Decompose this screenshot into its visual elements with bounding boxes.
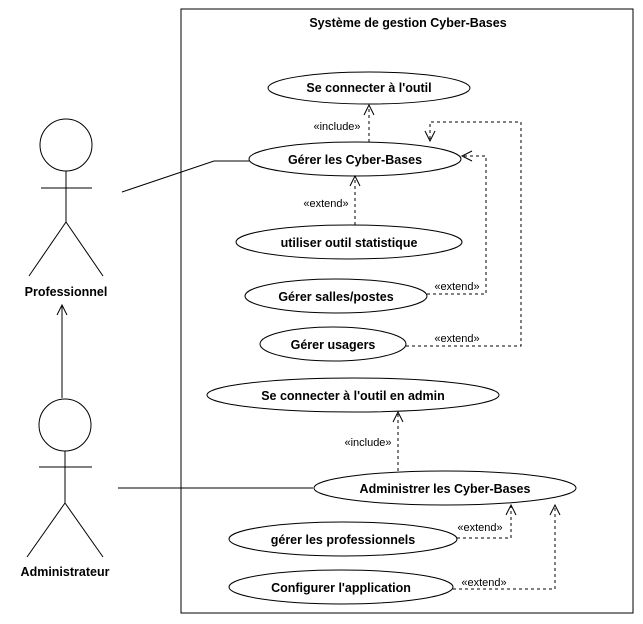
use-case-label: gérer les professionnels (271, 533, 416, 547)
use-case-ellipse (228, 521, 458, 557)
use-case-stats[interactable]: utiliser outil statistique (235, 224, 463, 260)
dependency-extend-config-admin-manage (453, 503, 561, 590)
stereotype-label: «include» (313, 121, 360, 133)
dependency-arrowhead (349, 174, 361, 187)
actor-head (38, 398, 92, 452)
actor-label-professionnel: Professionnel (25, 285, 108, 299)
use-case-rooms[interactable]: Gérer salles/postes (244, 278, 428, 314)
system-boundary (180, 8, 634, 614)
actor-right-leg (64, 502, 104, 558)
use-case-label: Configurer l'application (271, 581, 411, 595)
actor-head (39, 118, 93, 172)
use-case-label: Gérer salles/postes (278, 290, 393, 304)
dependency-arrowhead (363, 103, 375, 116)
use-case-label: Gérer les Cyber-Bases (288, 153, 422, 167)
use-case-ellipse (244, 278, 428, 314)
use-case-label: Se connecter à l'outil (306, 81, 431, 95)
use-case-ellipse (259, 326, 407, 362)
use-case-pros[interactable]: gérer les professionnels (228, 521, 458, 557)
dependency-arrowhead (549, 503, 561, 516)
actor-label-administrateur: Administrateur (21, 565, 110, 579)
stereotype-label: «extend» (434, 281, 479, 293)
generalization-arrowhead (56, 303, 68, 316)
actor-left-leg (28, 221, 67, 277)
stereotype-label: «extend» (303, 198, 348, 210)
use-case-label: Administrer les Cyber-Bases (360, 482, 531, 496)
actor-left-leg (26, 502, 66, 558)
use-case-manage[interactable]: Gérer les Cyber-Bases (248, 141, 462, 177)
stereotype-label: «include» (344, 437, 391, 449)
dependency-line (457, 505, 512, 539)
use-case-ellipse (313, 470, 577, 506)
use-case-users[interactable]: Gérer usagers (259, 326, 407, 362)
use-case-ellipse (235, 224, 463, 260)
use-case-admin-manage[interactable]: Administrer les Cyber-Bases (313, 470, 577, 506)
dependency-arrowhead (424, 130, 436, 143)
dependency-extend-stats-manage (349, 174, 361, 225)
association-professionnel-manage (121, 160, 250, 193)
use-case-label: Gérer usagers (291, 338, 376, 352)
dependency-include-admin-manage-connect-admin (392, 410, 404, 471)
use-case-connect[interactable]: Se connecter à l'outil (267, 71, 471, 105)
dependency-extend-pros-admin-manage (457, 503, 517, 539)
dependency-line (406, 121, 522, 347)
dependency-extend-rooms-manage (427, 150, 487, 295)
use-case-config[interactable]: Configurer l'application (228, 569, 454, 605)
dependency-include-manage-connect (363, 103, 375, 142)
dependency-arrowhead (505, 503, 517, 516)
use-case-ellipse (206, 377, 500, 413)
system-title: Système de gestion Cyber-Bases (309, 16, 506, 30)
actor-right-leg (65, 221, 104, 277)
dependency-arrowhead (460, 150, 473, 162)
stereotype-label: «extend» (434, 333, 479, 345)
dependency-line (453, 505, 556, 590)
stereotype-label: «extend» (461, 577, 506, 589)
use-case-ellipse (228, 569, 454, 605)
dependency-line (427, 155, 487, 295)
actor-professionnel[interactable] (28, 118, 104, 277)
dependency-extend-users-manage (406, 121, 522, 347)
generalization-admin-to-professionnel (56, 303, 68, 398)
use-case-connect-admin[interactable]: Se connecter à l'outil en admin (206, 377, 500, 413)
use-case-label: utiliser outil statistique (281, 236, 418, 250)
stereotype-label: «extend» (457, 522, 502, 534)
use-case-label: Se connecter à l'outil en admin (261, 389, 445, 403)
dependency-arrowhead (392, 410, 404, 423)
actor-administrateur[interactable] (26, 398, 104, 558)
